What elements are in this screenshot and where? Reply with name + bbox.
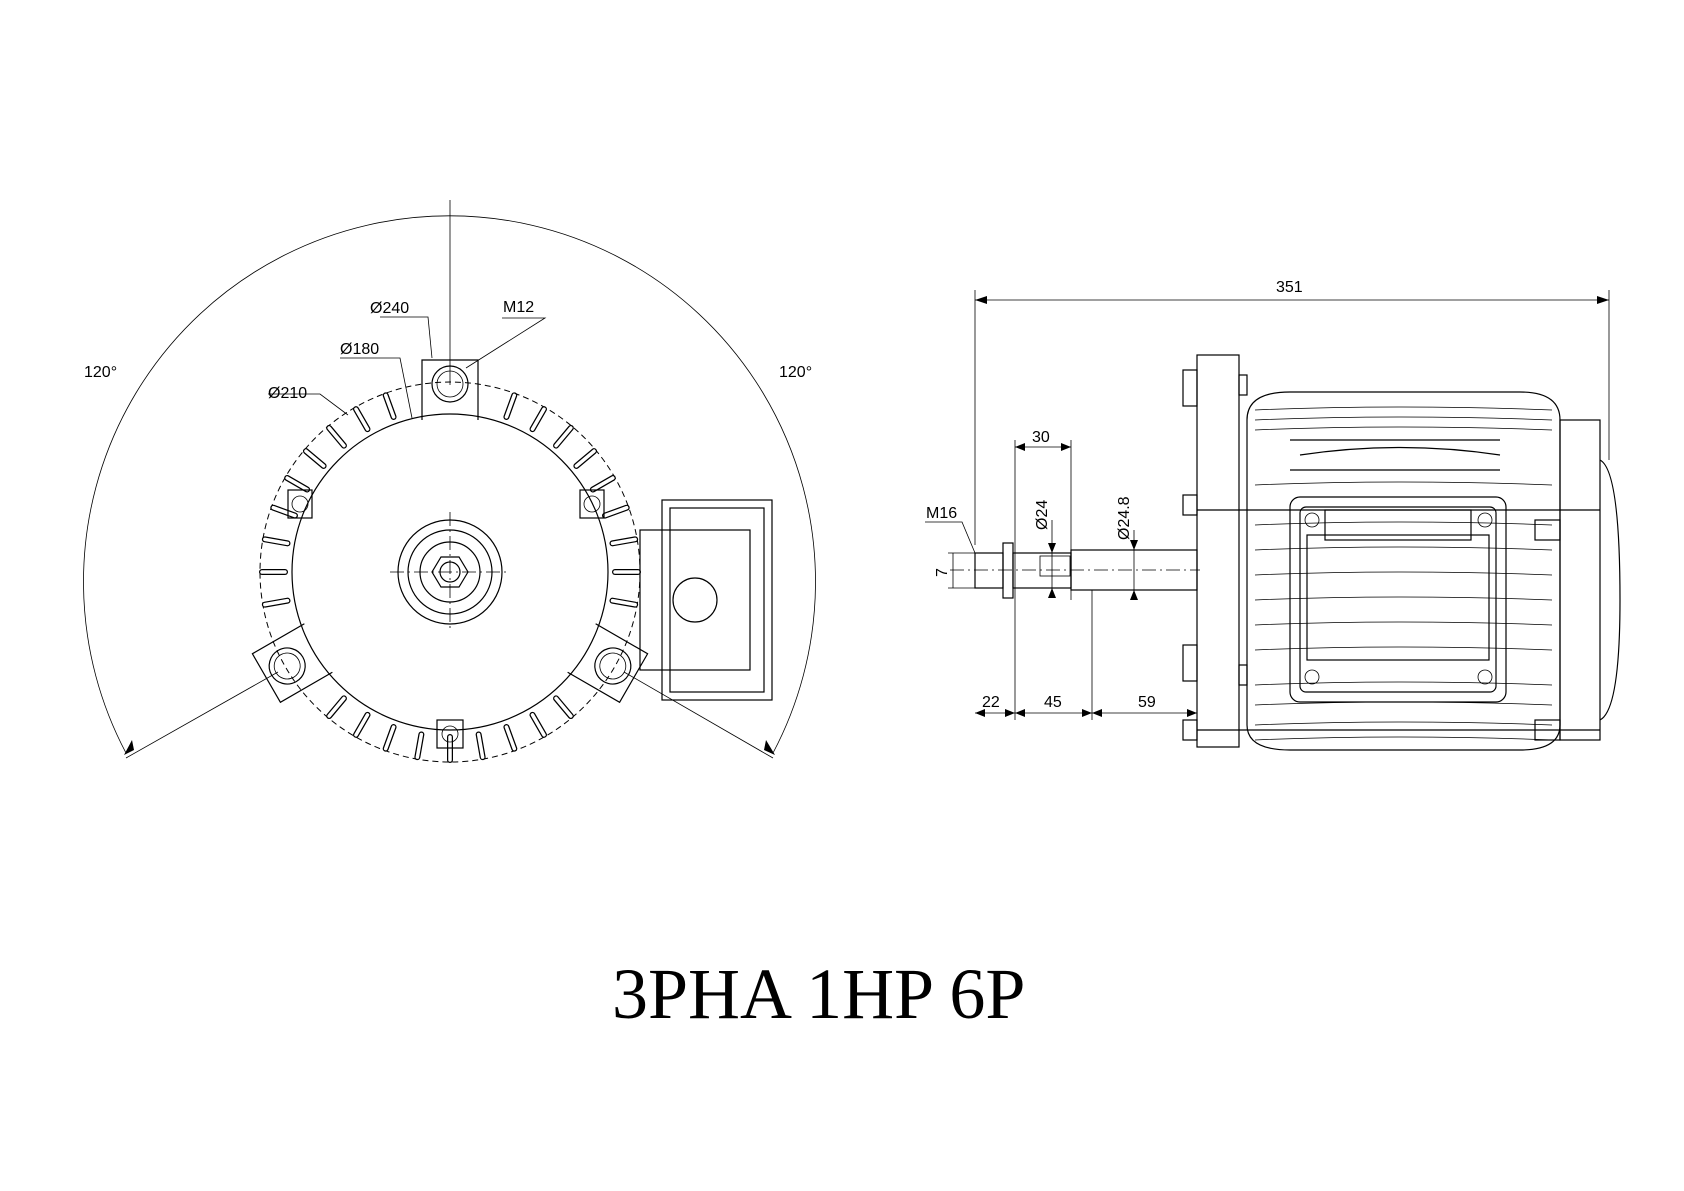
lug-br-hole — [268, 647, 306, 685]
rear-end-bell — [1559, 419, 1601, 741]
shaft-thread — [974, 552, 1004, 589]
leader-d210 — [268, 393, 349, 416]
label-m12: M12 — [503, 299, 534, 316]
body-fin — [1254, 406, 1553, 411]
leader-d180 — [340, 357, 413, 419]
angle-line-left — [125, 671, 279, 759]
lug-top-hole — [431, 365, 469, 403]
angle-line-right — [623, 671, 774, 759]
fin-inner — [476, 732, 485, 759]
frame-circle — [291, 413, 609, 731]
fin-inner — [530, 407, 546, 431]
lug-br-hole-inner — [273, 652, 301, 680]
leader-d240 — [380, 316, 433, 359]
label-len30: 30 — [1032, 429, 1050, 446]
fin-inner — [603, 505, 629, 518]
fin-inner — [263, 537, 290, 546]
fin-inner — [383, 393, 396, 419]
motor-body — [1246, 391, 1561, 751]
label-len59: 59 — [1138, 694, 1156, 711]
fin-inner — [504, 393, 517, 419]
label-m16: M16 — [926, 505, 957, 522]
label-d210: Ø210 — [268, 385, 307, 402]
fin-inner — [304, 449, 326, 468]
arrow-left — [124, 740, 134, 755]
shaft-flange — [1002, 542, 1014, 599]
lug-bl-hole — [594, 647, 632, 685]
shaft-step — [1012, 552, 1072, 589]
boss-right — [579, 489, 605, 519]
body-fin — [1254, 596, 1553, 601]
fin-inner — [415, 732, 424, 759]
boss-bottom — [436, 719, 464, 749]
fin-inner — [383, 725, 396, 751]
body-fin — [1254, 721, 1553, 726]
cooling-fins — [259, 392, 641, 763]
body-fin — [1254, 736, 1553, 741]
label-dim7: 7 — [934, 568, 951, 577]
fin-inner — [610, 537, 637, 546]
fin-inner — [354, 713, 370, 737]
cable-gland-icon — [672, 577, 718, 623]
arrow-right — [764, 740, 775, 755]
lug-bl-hole-inner — [599, 652, 627, 680]
body-fin — [1254, 481, 1553, 486]
drawing-title: 3PHA 1HP 6P — [612, 954, 1025, 1034]
label-angle-right: 120° — [779, 364, 812, 381]
leader-m12 — [465, 317, 547, 369]
fin-inner — [554, 426, 573, 448]
fin-inner — [285, 476, 309, 492]
angle-arc — [83, 215, 816, 754]
label-len351: 351 — [1276, 279, 1303, 296]
fin-inner — [327, 426, 346, 448]
label-len45: 45 — [1044, 694, 1062, 711]
body-fin — [1254, 416, 1553, 421]
boss-left — [287, 489, 313, 519]
fin-inner — [354, 407, 370, 431]
lug-bottom-right — [251, 623, 333, 704]
label-d24-8: Ø24.8 — [1116, 496, 1133, 540]
body-fin — [1254, 621, 1553, 626]
fin-inner — [504, 725, 517, 751]
shaft-key — [1039, 555, 1071, 577]
label-d24: Ø24 — [1034, 500, 1051, 530]
body-fin — [1254, 681, 1553, 686]
side-terminal-box — [1289, 496, 1507, 703]
fin-inner — [271, 505, 297, 518]
lug-top-hole-inner — [436, 370, 464, 398]
label-d240: Ø240 — [370, 300, 409, 317]
terminal-box — [639, 499, 773, 701]
fin-inner — [263, 598, 290, 607]
body-fin — [1254, 646, 1553, 651]
body-fin — [1254, 426, 1553, 431]
fin-inner — [327, 696, 346, 718]
label-len22: 22 — [982, 694, 1000, 711]
label-angle-left: 120° — [84, 364, 117, 381]
label-d180: Ø180 — [340, 341, 379, 358]
front-flange — [1196, 354, 1240, 748]
fin-inner — [554, 696, 573, 718]
fin-inner — [574, 449, 596, 468]
side-view: 351 30 Ø24 Ø24.8 M16 7 — [925, 279, 1621, 751]
fin-inner — [530, 713, 546, 737]
fin-inner — [591, 476, 615, 492]
body-fins — [1254, 406, 1553, 741]
lug-bottom-left — [567, 623, 649, 704]
body-fin — [1254, 521, 1553, 526]
fin-inner — [610, 598, 637, 607]
lug-top — [421, 359, 479, 420]
body-fin — [1254, 571, 1553, 576]
body-fin — [1254, 546, 1553, 551]
front-view: Ø240 M12 Ø180 Ø210 120° 120° — [83, 200, 816, 763]
